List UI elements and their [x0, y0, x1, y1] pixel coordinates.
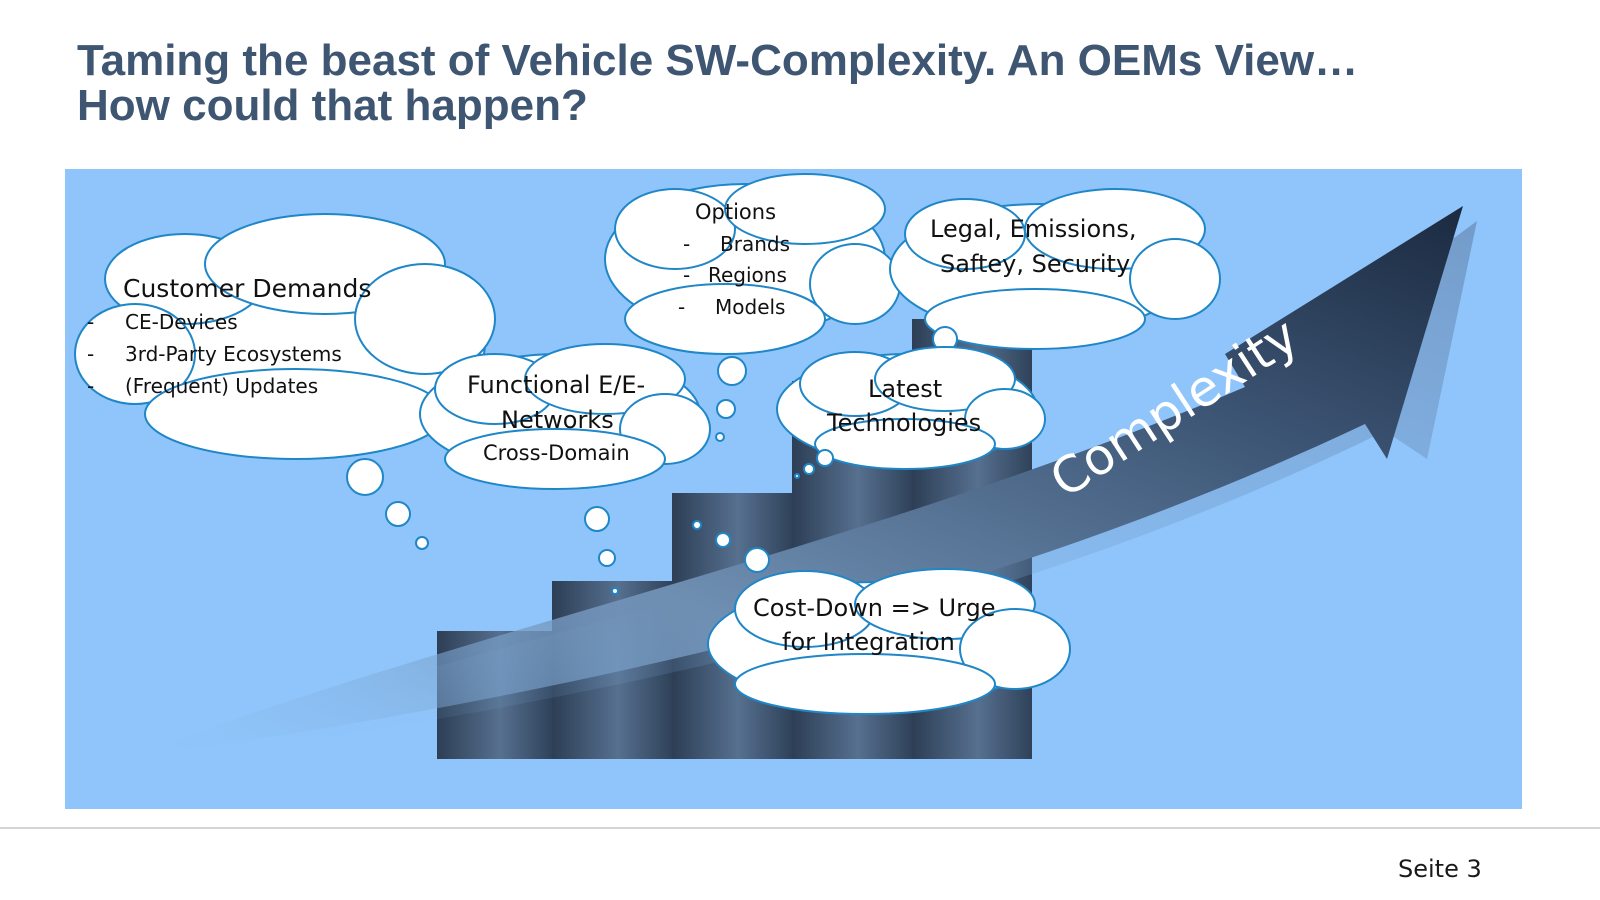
- options-bullet-2: Regions: [708, 263, 787, 287]
- cloud-latest: [692, 346, 1046, 573]
- latest-line-1: Latest: [868, 375, 942, 403]
- costdown-line-2: for Integration: [782, 628, 955, 656]
- customer-bullet-1: CE-Devices: [125, 310, 238, 334]
- options-dash-2: -: [683, 263, 690, 287]
- page-number: Seite 3: [1398, 855, 1482, 883]
- legal-line-1: Legal, Emissions,: [930, 215, 1137, 243]
- costdown-line-1: Cost-Down => Urge: [753, 594, 996, 622]
- customer-bullet-3: (Frequent) Updates: [125, 374, 318, 398]
- cloud-functional: [419, 343, 747, 595]
- customer-heading: Customer Demands: [123, 274, 371, 303]
- cloud-options: [604, 173, 901, 355]
- options-dash-1: -: [683, 232, 690, 256]
- complexity-illustration: Complexity: [65, 169, 1522, 809]
- legal-line-2: Saftey, Security: [940, 250, 1130, 278]
- options-heading: Options: [695, 200, 776, 224]
- options-dash-3: -: [678, 295, 685, 319]
- title-line-1: Taming the beast of Vehicle SW-Complexit…: [77, 36, 1359, 85]
- customer-dash-1: -: [87, 310, 94, 334]
- functional-line-1: Functional E/E-: [467, 371, 645, 399]
- cloud-cost-down: [707, 568, 1071, 715]
- title-line-2: How could that happen?: [77, 81, 588, 130]
- options-bullet-1: Brands: [720, 232, 790, 256]
- complexity-arrow: [125, 206, 1463, 759]
- customer-dash-2: -: [87, 342, 94, 366]
- cloud-legal: [889, 188, 1221, 364]
- slide-title: Taming the beast of Vehicle SW-Complexit…: [77, 38, 1557, 128]
- functional-line-2: Networks: [501, 406, 614, 434]
- footer-divider: [0, 827, 1600, 829]
- latest-line-2: Technologies: [826, 409, 981, 437]
- functional-line-3: Cross-Domain: [483, 441, 630, 465]
- customer-dash-3: -: [87, 374, 94, 398]
- options-bullet-3: Models: [715, 295, 785, 319]
- customer-bullet-2: 3rd-Party Ecosystems: [125, 342, 342, 366]
